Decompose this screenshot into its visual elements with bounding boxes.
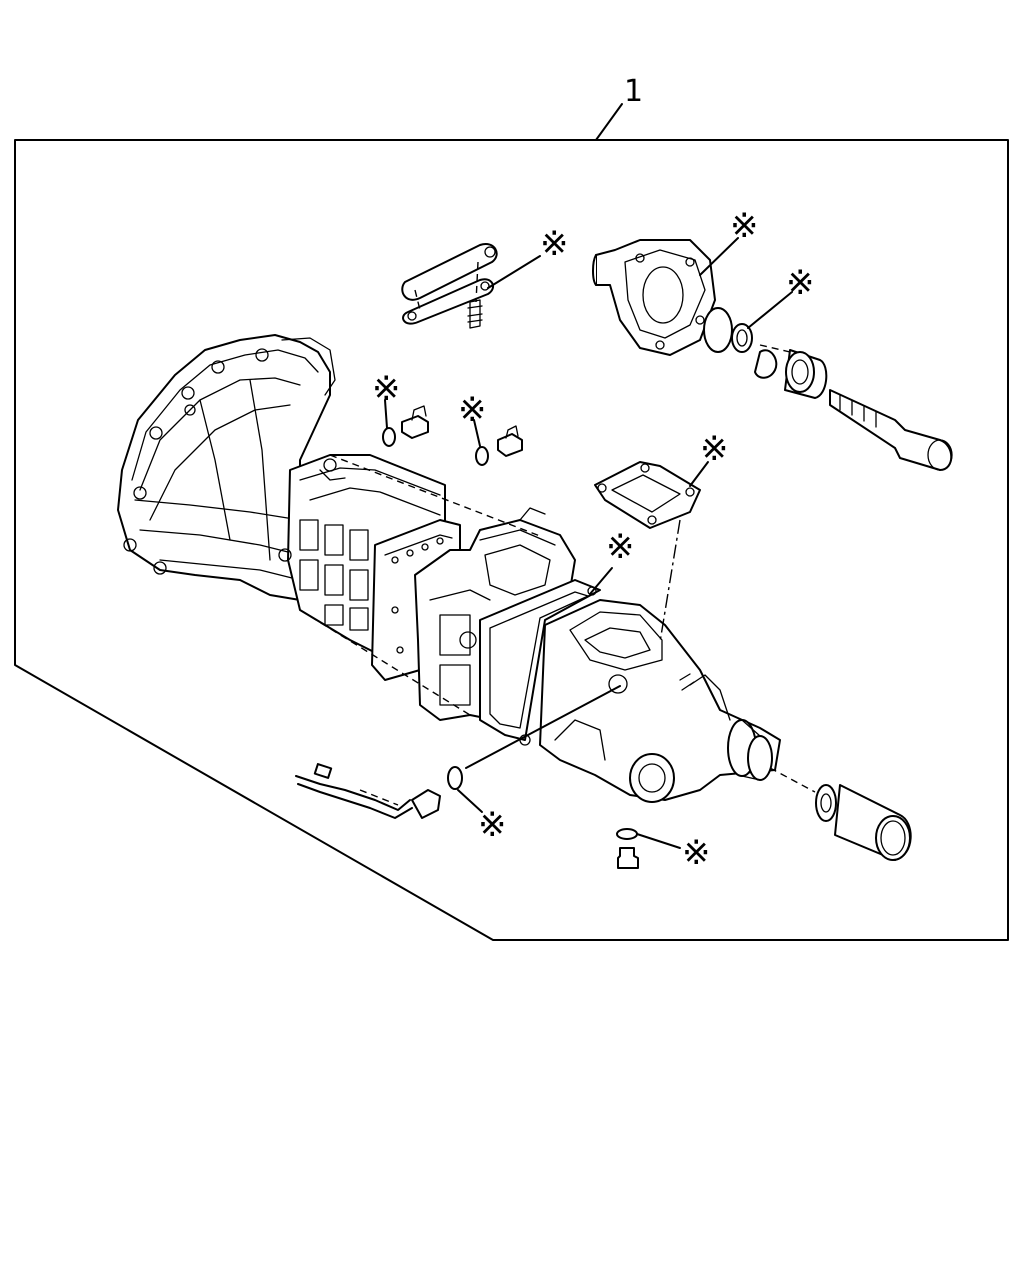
rear-oil-seal — [815, 784, 912, 861]
adapter-housing — [592, 239, 716, 356]
asterisk-mark-shift-cover-gasket: ※ — [700, 429, 729, 469]
switch-washer-leader-line — [457, 789, 483, 813]
speedometer-driven-gear — [829, 389, 953, 471]
callout-leader-line — [595, 103, 623, 141]
backup-lamp-switch — [295, 763, 463, 819]
case-top-dash-line — [329, 454, 541, 537]
asterisk-mark-washer-left: ※ — [372, 369, 401, 409]
asterisk-mark-drain-washer: ※ — [682, 833, 711, 873]
shift-cover-gasket — [594, 461, 701, 529]
seal-leader-line — [747, 291, 793, 329]
retainer-leader-line — [487, 255, 541, 289]
washer-left-leader-line — [384, 399, 388, 429]
housing-gasket-leader-line — [589, 567, 613, 595]
switch-bore-line — [465, 685, 621, 769]
asterisk-mark-adapter-gasket: ※ — [730, 206, 759, 246]
bolt-left — [382, 405, 429, 447]
shift-lever-retainer — [401, 243, 498, 329]
case-assembly-dash-line — [299, 609, 471, 716]
shift-cover-dashdot-line — [659, 519, 681, 643]
extension-housing-gasket — [479, 579, 601, 746]
asterisk-mark-retainer: ※ — [540, 224, 569, 264]
adapter-leader-line — [699, 237, 739, 276]
switch-dash-line — [359, 789, 399, 806]
rear-seal-dash-line — [769, 767, 816, 793]
asterisk-mark-washer-middle: ※ — [458, 390, 487, 430]
bolt-middle — [475, 425, 523, 466]
extension-housing — [539, 599, 781, 803]
bell-housing — [117, 334, 336, 601]
assembly-callout-number: 1 — [624, 74, 643, 109]
adapter-oil-seal-parts — [703, 307, 828, 399]
gasket-leader-line — [689, 461, 709, 487]
washer-middle-leader-line — [473, 419, 481, 447]
assembly-boundary-frame — [14, 139, 1009, 941]
asterisk-mark-switch-washer: ※ — [478, 805, 507, 845]
asterisk-mark-housing-gasket: ※ — [606, 527, 635, 567]
adapter-dash-line — [759, 344, 791, 353]
drain-washer-leader-line — [636, 833, 681, 849]
drain-plug — [616, 828, 639, 869]
asterisk-mark-adapter-seal: ※ — [786, 263, 815, 303]
